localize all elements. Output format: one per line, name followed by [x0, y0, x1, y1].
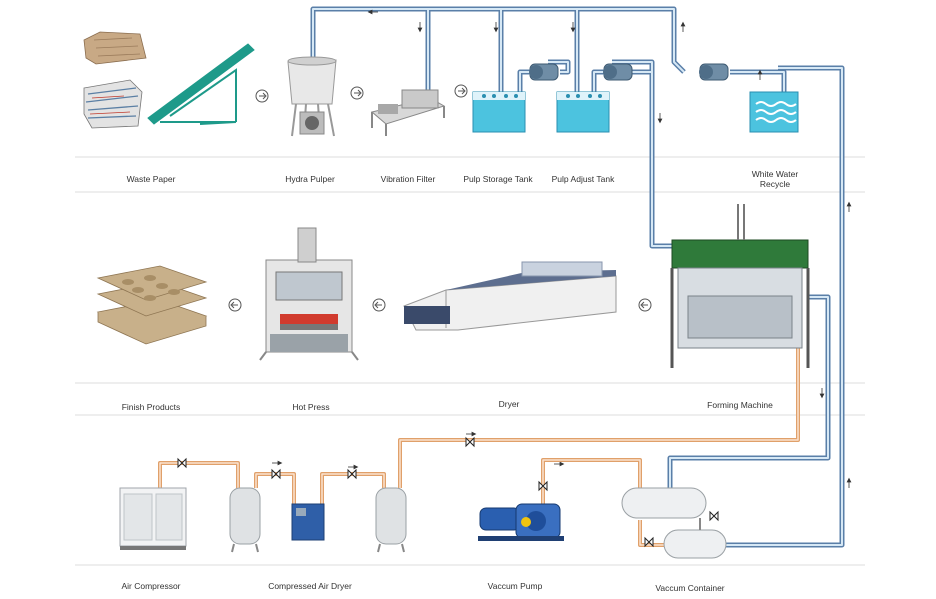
waste-paper-illustration	[83, 31, 147, 129]
water-pipes	[310, 6, 845, 548]
label-vaccum-container: Vaccum Container	[655, 583, 724, 593]
label-forming-machine: Forming Machine	[707, 400, 773, 410]
wave-icon	[755, 101, 797, 123]
pulp-adjust-tank-illustration	[556, 91, 610, 133]
label-pulp-storage-tank: Pulp Storage Tank	[463, 174, 533, 184]
label-dryer: Dryer	[499, 399, 520, 409]
air-compressor-illustration	[119, 487, 187, 550]
forming-machine-illustration	[670, 204, 810, 368]
white-water-tank-illustration	[749, 91, 799, 133]
flow-arrow-icon	[228, 84, 652, 312]
air-tank-illustration	[229, 487, 407, 553]
vacuum-container-illustration	[621, 487, 727, 559]
label-pulp-adjust-tank: Pulp Adjust Tank	[552, 174, 615, 184]
label-vibration-filter: Vibration Filter	[381, 174, 436, 184]
pump-icon	[529, 63, 729, 81]
pulp-storage-tank-illustration	[472, 91, 526, 133]
label-finish-products: Finish Products	[122, 402, 181, 412]
compressed-air-dryer-illustration	[291, 503, 325, 541]
hot-press-illustration	[259, 227, 359, 361]
finish-products-illustration	[96, 265, 208, 345]
label-white-water-recycle: White Water	[752, 169, 799, 179]
flow-arrow-icon	[272, 9, 852, 488]
label-compressed-air-dryer: Compressed Air Dryer	[268, 581, 352, 591]
label-air-compressor: Air Compressor	[121, 581, 180, 591]
valve-icon	[177, 436, 719, 548]
label-vaccum-pump: Vaccum Pump	[488, 581, 543, 591]
conveyor-illustration	[147, 43, 255, 125]
label-waste-paper: Waste Paper	[127, 174, 176, 184]
label-hydra-pulper: Hydra Pulper	[285, 174, 335, 184]
vacuum-pump-illustration	[478, 503, 564, 541]
vibration-filter-illustration	[370, 89, 446, 136]
hydra-pulper-illustration	[287, 56, 337, 137]
label-hot-press: Hot Press	[292, 402, 329, 412]
dryer-illustration	[403, 261, 617, 331]
label-white-water-recycle-2: Recycle	[760, 179, 791, 189]
